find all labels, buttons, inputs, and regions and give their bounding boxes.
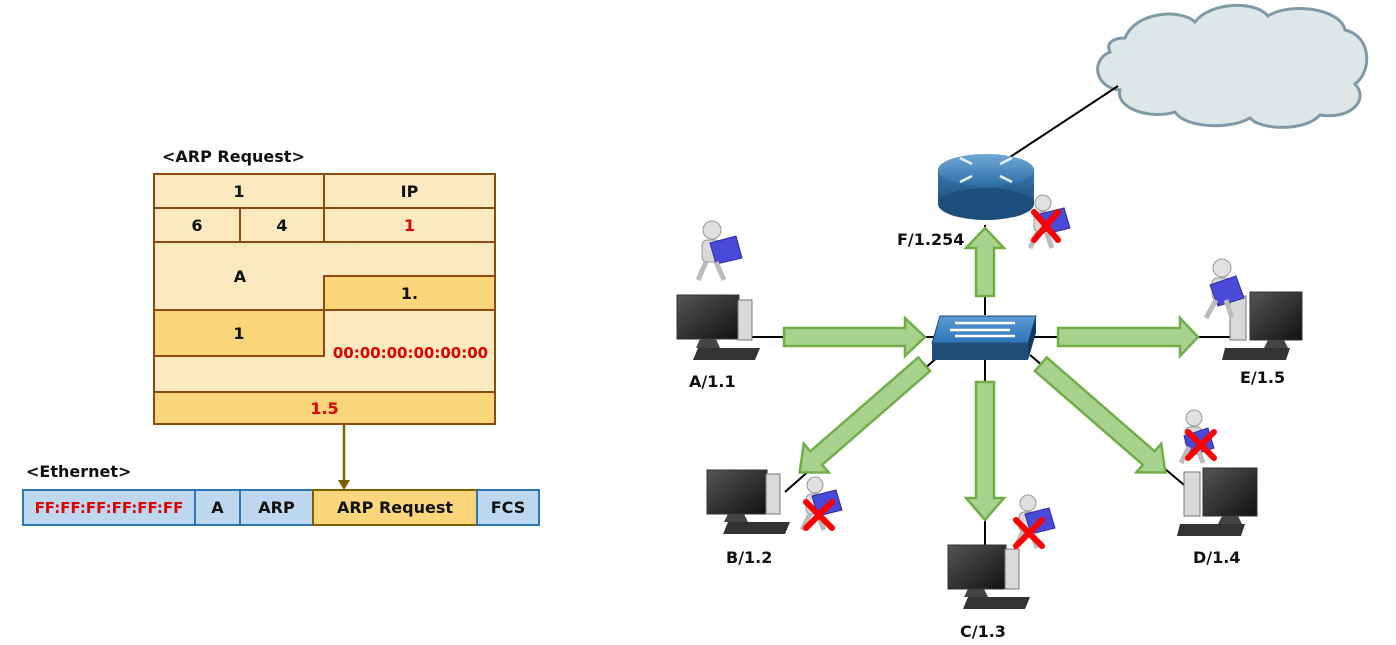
host-d-label: D/1.4 [1193,548,1241,567]
switch-icon [931,315,1037,360]
arrow-switch-to-d [1033,355,1167,474]
arrow-a-to-switch [782,315,927,359]
opcode-cell: 1 [323,207,496,243]
arrow-switch-to-c [963,380,1007,522]
sender-mac-cell: A [153,241,325,311]
host-c-label: C/1.3 [960,622,1006,641]
reject-mark-c-icon [1013,517,1045,549]
reject-mark-d-icon [1185,429,1217,461]
internet-cloud [1096,3,1369,129]
computer-c-icon [947,544,1030,609]
computer-a-icon [676,294,760,360]
arrow-switch-to-b [798,355,932,474]
target-ip-cell: 1.5 [153,391,496,425]
messenger-a-icon [695,220,743,282]
arrow-switch-to-router [963,226,1007,298]
computer-b-icon [706,469,790,534]
arp-request-packet: 1 IP 6 4 1 A 1. 1 00:00:00:00:00:00 1.5 [153,173,496,425]
dest-mac-field: FF:FF:FF:FF:FF:FF [22,489,196,526]
router-label: F/1.254 [897,230,965,249]
messenger-e-icon [1203,258,1245,320]
router-icon [938,154,1034,220]
src-field: A [194,489,241,526]
reject-mark-b-icon [803,499,835,531]
host-e-label: E/1.5 [1240,368,1286,387]
payload-field: ARP Request [312,489,478,526]
computer-d-icon [1177,467,1258,536]
sender-ip-cell: 1. [323,275,496,311]
arp-request-title: <ARP Request> [162,147,305,166]
host-a-label: A/1.1 [689,372,736,391]
target-label-cell: 1 [153,309,325,357]
arrow-switch-to-e [1056,314,1200,360]
fcs-field: FCS [476,489,540,526]
target-mac-cell: 00:00:00:00:00:00 [332,344,489,362]
host-b-label: B/1.2 [726,548,773,567]
reject-mark-f-icon [1031,209,1061,243]
cloud-link [1000,85,1119,164]
computer-e-icon [1222,291,1303,360]
ethernet-title: <Ethernet> [26,462,132,481]
